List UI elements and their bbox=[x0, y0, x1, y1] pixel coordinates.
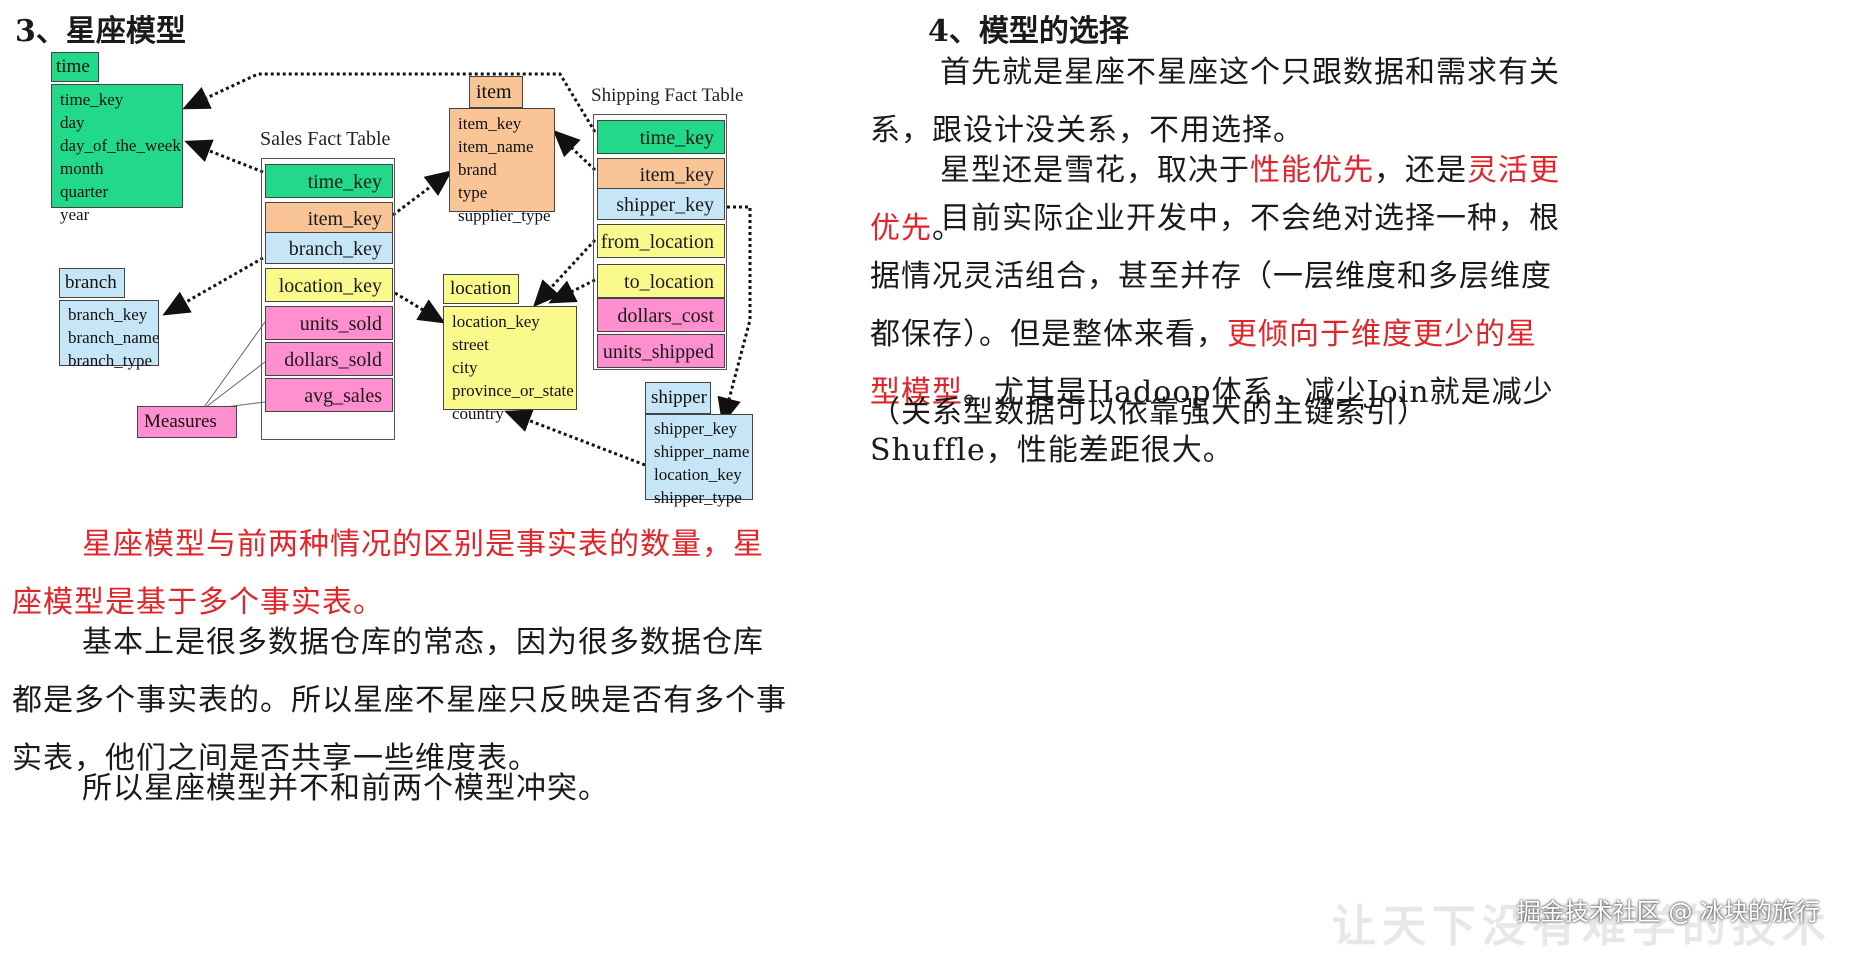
constellation-red-paragraph: 星座模型与前两种情况的区别是事实表的数量，星座模型是基于多个事实表。 bbox=[12, 527, 764, 620]
shipper-dimension-table: shipper_key shipper_name location_key sh… bbox=[645, 414, 753, 507]
shipping-from-location: from_location bbox=[597, 224, 725, 258]
table-field: province_or_state bbox=[452, 381, 574, 400]
time-title-box: time bbox=[51, 52, 99, 82]
performance-first-text: 性能优先 bbox=[1250, 153, 1374, 188]
watermark-text: 让天下没有难学的技术 bbox=[1332, 901, 1832, 952]
prefer-star-text: 更倾向于维度更少的星型模型 bbox=[870, 317, 1537, 410]
sales-dollars-sold: dollars_sold bbox=[265, 342, 393, 376]
table-field: day_of_the_week bbox=[60, 136, 181, 155]
sales-units-sold: units_sold bbox=[265, 306, 393, 340]
shipping-item-key: item_key bbox=[597, 158, 725, 190]
table-field: quarter bbox=[60, 182, 109, 201]
table-field: time_key bbox=[60, 90, 124, 109]
location-dimension-table: location_key street city province_or_sta… bbox=[443, 306, 577, 423]
shipping-fact-label: Shipping Fact Table bbox=[591, 85, 744, 106]
constellation-paragraph-2: 基本上是很多数据仓库的常态，因为很多数据仓库都是多个事实表的。所以星座不星座只反… bbox=[12, 625, 787, 776]
constellation-schema-diagram: time time_key day day_of_the_week month … bbox=[51, 52, 955, 605]
table-field: type bbox=[458, 183, 488, 202]
item-dimension-table: item_key item_name brand type supplier_t… bbox=[449, 108, 555, 225]
table-field: month bbox=[60, 159, 104, 178]
table-field: shipper_key bbox=[654, 419, 738, 438]
table-field: supplier_type bbox=[458, 206, 551, 225]
table-field: country bbox=[452, 404, 504, 423]
table-field: shipper_name bbox=[654, 442, 750, 461]
table-field: branch_key bbox=[68, 305, 148, 324]
time-dimension-table: time_key day day_of_the_week month quart… bbox=[51, 84, 183, 224]
item-title-box: item bbox=[469, 76, 523, 108]
section-4-heading: 4、模型的选择 bbox=[928, 14, 1129, 49]
table-field: day bbox=[60, 113, 85, 132]
shipping-units-shipped: units_shipped bbox=[597, 334, 725, 368]
location-title-box: location bbox=[443, 274, 519, 304]
table-field: city bbox=[452, 358, 478, 377]
flexibility-first-text: 灵活更优先 bbox=[870, 153, 1560, 246]
section-3-heading: 3、星座模型 bbox=[15, 14, 186, 49]
branch-title-box: branch bbox=[59, 268, 125, 298]
shipping-time-key: time_key bbox=[597, 120, 725, 154]
shipping-shipper-key: shipper_key bbox=[597, 188, 725, 220]
table-field: location_key bbox=[452, 312, 540, 331]
choice-paragraph-1: 首先就是星座不星座这个只跟数据和需求有关系，跟设计没关系，不用选择。 bbox=[870, 55, 1560, 148]
table-field: brand bbox=[458, 160, 497, 179]
branch-dimension-table: branch_key branch_name branch_type bbox=[59, 300, 160, 370]
table-field: street bbox=[452, 335, 489, 354]
table-field: item_key bbox=[458, 114, 522, 133]
sales-fact-frame bbox=[261, 158, 395, 440]
shipping-dollars-cost: dollars_cost bbox=[597, 298, 725, 332]
table-field: item_name bbox=[458, 137, 534, 156]
footer-credit: 掘金技术社区 @ 冰块的旅行 bbox=[1516, 898, 1820, 926]
sales-fact-label: Sales Fact Table bbox=[260, 128, 391, 150]
table-field: location_key bbox=[654, 465, 742, 484]
table-field: branch_type bbox=[68, 351, 153, 370]
constellation-paragraph-3: 所以星座模型并不和前两个模型冲突。 bbox=[82, 771, 609, 806]
measures-label-box: Measures bbox=[137, 406, 237, 438]
sales-item-key: item_key bbox=[265, 202, 393, 234]
table-field: branch_name bbox=[68, 328, 160, 347]
choice-paragraph-3: 目前实际企业开发中，不会绝对选择一种，根据情况灵活组合，甚至并存（一层维度和多层… bbox=[870, 201, 1560, 468]
sales-branch-key: branch_key bbox=[265, 232, 393, 264]
sales-time-key: time_key bbox=[265, 164, 393, 198]
connector-lines bbox=[162, 72, 752, 467]
sales-location-key: location_key bbox=[265, 268, 393, 302]
sales-avg-sales: avg_sales bbox=[265, 378, 393, 412]
shipping-fact-frame bbox=[593, 114, 727, 370]
table-field: shipper_type bbox=[654, 488, 742, 507]
shipping-to-location: to_location bbox=[597, 264, 725, 298]
choice-paragraph-4: （关系型数据可以依靠强大的主键索引） bbox=[870, 395, 1428, 430]
shipper-title-box: shipper bbox=[645, 382, 711, 414]
choice-paragraph-2: 星型还是雪花，取决于性能优先，还是灵活更优先。 bbox=[870, 153, 1560, 246]
table-field: year bbox=[60, 205, 90, 224]
